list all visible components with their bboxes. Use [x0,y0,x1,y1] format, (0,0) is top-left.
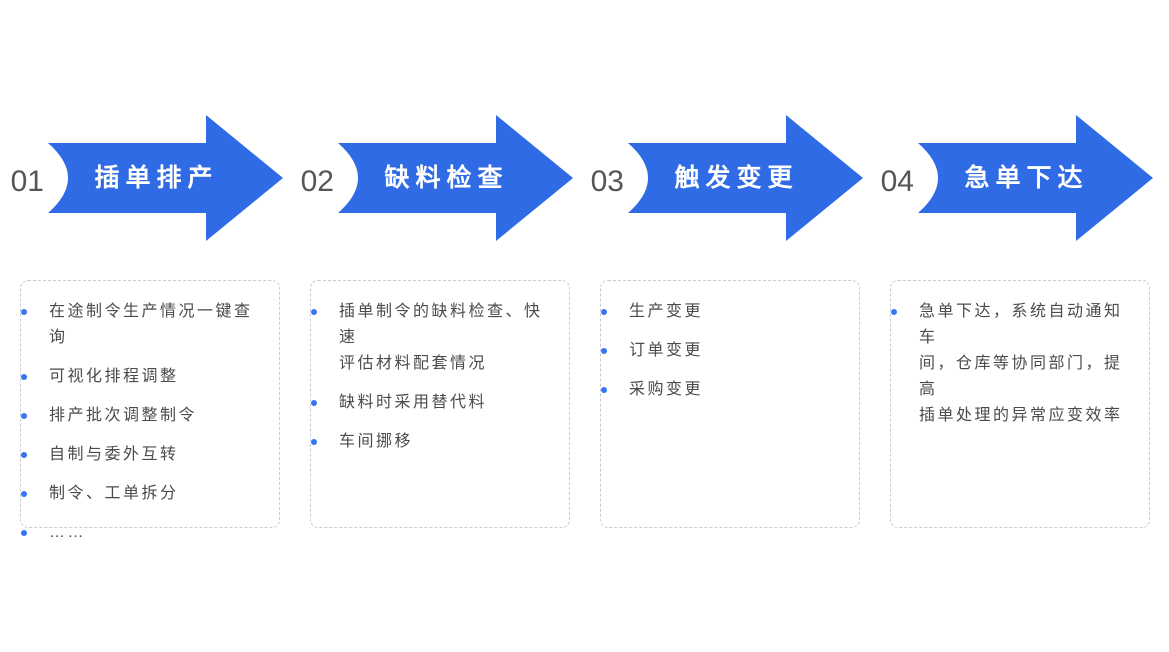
step-title: 缺料检查 [384,164,509,192]
list-item: 制令、工单拆分 [21,481,267,507]
step-detail-card: 急单下达，系统自动通知车 间，仓库等协同部门，提高 插单处理的异常应变效率 [890,280,1150,528]
feature-list: 插单制令的缺料检查、快速 评估材料配套情况 缺料时采用替代料 车间挪移 [311,281,569,455]
feature-list: 生产变更 订单变更 采购变更 [601,281,859,403]
banner-arrow-icon [338,115,573,241]
step-detail-card: 插单制令的缺料检查、快速 评估材料配套情况 缺料时采用替代料 车间挪移 [310,280,570,528]
list-item: 急单下达，系统自动通知车 间，仓库等协同部门，提高 插单处理的异常应变效率 [891,299,1137,429]
step-detail-card: 生产变更 订单变更 采购变更 [600,280,860,528]
step-4-urgent-order-release: 04 急单下达 急单下达，系统自动通知车 间，仓库等协同部门，提高 插单处理的异… [870,0,1160,652]
list-item: 生产变更 [601,299,847,325]
feature-list: 在途制令生产情况一键查询 可视化排程调整 排产批次调整制令 自制与委外互转 制令… [21,281,279,546]
step-2-shortage-check: 02 缺料检查 插单制令的缺料检查、快速 评估材料配套情况 缺料时采用替代料 车… [290,0,580,652]
banner-arrow-icon [628,115,863,241]
list-item: 车间挪移 [311,429,557,455]
step-title: 急单下达 [964,164,1089,192]
list-item: …… [21,520,267,546]
list-item: 缺料时采用替代料 [311,390,557,416]
list-item: 在途制令生产情况一键查询 [21,299,267,351]
step-title: 插单排产 [94,164,219,192]
list-item: 排产批次调整制令 [21,403,267,429]
list-item: 插单制令的缺料检查、快速 评估材料配套情况 [311,299,557,377]
step-number: 04 [880,165,914,198]
list-item: 订单变更 [601,338,847,364]
banner-arrow-icon [48,115,283,241]
feature-list: 急单下达，系统自动通知车 间，仓库等协同部门，提高 插单处理的异常应变效率 [891,281,1149,429]
list-item: 可视化排程调整 [21,364,267,390]
list-item: 采购变更 [601,377,847,403]
step-number: 03 [590,165,624,198]
step-number: 02 [300,165,334,198]
step-title: 触发变更 [674,164,799,192]
step-detail-card: 在途制令生产情况一键查询 可视化排程调整 排产批次调整制令 自制与委外互转 制令… [20,280,280,541]
list-item: 自制与委外互转 [21,442,267,468]
banner-arrow-icon [918,115,1153,241]
step-number: 01 [10,165,44,198]
step-3-trigger-change: 03 触发变更 生产变更 订单变更 采购变更 [580,0,870,652]
step-1-insert-order-scheduling: 01 插单排产 在途制令生产情况一键查询 可视化排程调整 排产批次调整制令 自制… [0,0,290,652]
